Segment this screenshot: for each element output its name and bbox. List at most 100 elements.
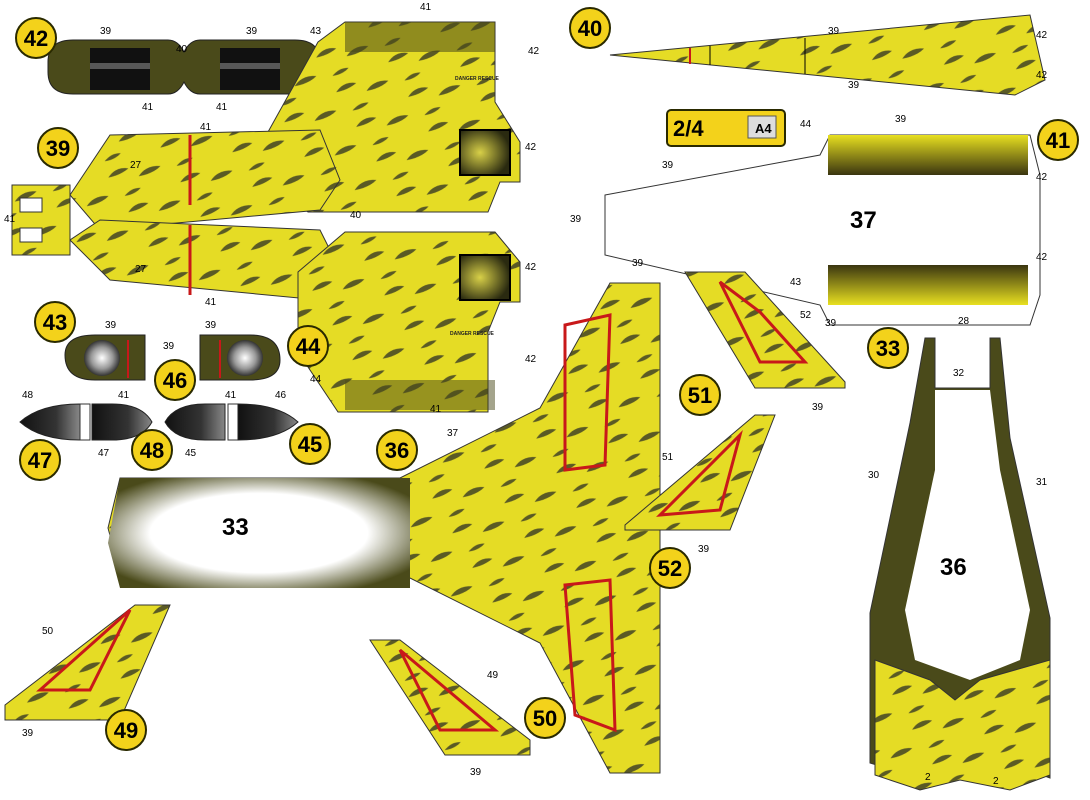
svg-text:DANGER RESCUE: DANGER RESCUE xyxy=(450,331,495,337)
svg-text:42: 42 xyxy=(525,262,537,273)
svg-text:44: 44 xyxy=(800,119,812,130)
svg-text:28: 28 xyxy=(958,316,970,327)
svg-text:50: 50 xyxy=(42,626,54,637)
part-42-intake-front: 42 39 39 40 41 41 xyxy=(15,17,321,113)
svg-text:37: 37 xyxy=(447,428,459,439)
svg-text:41: 41 xyxy=(205,297,217,308)
svg-text:39: 39 xyxy=(825,318,837,329)
svg-text:39: 39 xyxy=(470,767,482,778)
svg-text:39: 39 xyxy=(662,160,674,171)
svg-text:47: 47 xyxy=(28,448,52,473)
badge-47: 47 xyxy=(19,439,61,481)
svg-text:41: 41 xyxy=(142,102,154,113)
svg-text:41: 41 xyxy=(420,2,432,13)
svg-text:42: 42 xyxy=(528,46,540,57)
svg-text:39: 39 xyxy=(848,80,860,91)
svg-text:39: 39 xyxy=(105,320,117,331)
svg-text:44: 44 xyxy=(296,334,321,359)
svg-text:52: 52 xyxy=(800,310,812,321)
svg-text:33: 33 xyxy=(222,514,249,541)
svg-text:39: 39 xyxy=(246,26,258,37)
badge-43: 43 xyxy=(34,301,76,343)
svg-text:39: 39 xyxy=(100,26,112,37)
svg-text:43: 43 xyxy=(43,310,67,335)
svg-text:42: 42 xyxy=(525,142,537,153)
part-46-cone: 46 45 xyxy=(154,359,226,459)
svg-text:40: 40 xyxy=(350,210,362,221)
svg-text:39: 39 xyxy=(163,341,175,352)
svg-text:41: 41 xyxy=(200,122,212,133)
svg-text:2: 2 xyxy=(993,776,999,787)
page-indicator: 2/4 A4 xyxy=(666,109,786,147)
svg-text:47: 47 xyxy=(98,448,110,459)
part-49-stabilizer: 49 50 39 xyxy=(4,604,171,751)
svg-text:40: 40 xyxy=(176,44,188,55)
badge-45: 45 xyxy=(289,423,331,465)
svg-text:42: 42 xyxy=(525,354,537,365)
badge-44: 44 xyxy=(287,325,329,367)
svg-text:39: 39 xyxy=(570,214,582,225)
svg-text:39: 39 xyxy=(46,136,70,161)
svg-text:42: 42 xyxy=(1036,172,1048,183)
svg-text:48: 48 xyxy=(22,390,34,401)
part-45-cone: 46 45 xyxy=(227,390,331,465)
part-44-wheel-well: 44 39 41 xyxy=(199,320,329,401)
badge-49: 49 xyxy=(105,709,147,751)
svg-text:42: 42 xyxy=(1036,252,1048,263)
svg-text:31: 31 xyxy=(1036,477,1048,488)
svg-text:41: 41 xyxy=(225,390,237,401)
part-43-wheel-well: 43 39 39 41 xyxy=(34,301,175,401)
badge-40: 40 xyxy=(569,7,611,49)
svg-text:52: 52 xyxy=(658,556,682,581)
part-main-wing: 33 36 37 xyxy=(107,282,661,774)
badge-36: 36 xyxy=(376,429,418,471)
svg-text:27: 27 xyxy=(130,160,142,171)
part-52-stabilizer: 52 51 39 xyxy=(624,414,776,589)
part-39-fuselage-top: DANGER RESCUE 27 27 DANGER RESCUE 39 41 … xyxy=(4,2,540,415)
part-51-stabilizer: 51 52 39 xyxy=(679,271,846,416)
svg-text:41: 41 xyxy=(1046,128,1070,153)
svg-text:DANGER RESCUE: DANGER RESCUE xyxy=(455,76,500,82)
svg-text:44: 44 xyxy=(310,374,322,385)
svg-text:39: 39 xyxy=(698,544,710,555)
part-48-cone: 47 48 xyxy=(91,403,173,471)
badge-41: 41 xyxy=(1037,119,1079,161)
badge-42: 42 xyxy=(15,17,57,59)
svg-text:39: 39 xyxy=(205,320,217,331)
svg-text:43: 43 xyxy=(310,26,322,37)
svg-text:41: 41 xyxy=(430,404,442,415)
svg-text:41: 41 xyxy=(4,214,16,225)
svg-text:36: 36 xyxy=(940,554,967,581)
svg-text:39: 39 xyxy=(632,258,644,269)
svg-text:49: 49 xyxy=(114,718,138,743)
svg-text:41: 41 xyxy=(118,390,130,401)
svg-text:42: 42 xyxy=(24,26,48,51)
badge-50: 50 xyxy=(524,697,566,739)
badge-52: 52 xyxy=(649,547,691,589)
svg-text:51: 51 xyxy=(662,452,674,463)
svg-text:50: 50 xyxy=(533,706,557,731)
svg-text:48: 48 xyxy=(140,438,164,463)
svg-text:2/4: 2/4 xyxy=(673,116,704,141)
svg-text:43: 43 xyxy=(790,277,802,288)
svg-text:33: 33 xyxy=(876,336,900,361)
badge-46: 46 xyxy=(154,359,196,401)
svg-text:36: 36 xyxy=(385,438,409,463)
part-36-body: 36 33 28 32 30 31 2 2 xyxy=(867,316,1051,791)
svg-text:42: 42 xyxy=(1036,30,1048,41)
svg-text:39: 39 xyxy=(812,402,824,413)
svg-text:30: 30 xyxy=(868,470,880,481)
svg-text:41: 41 xyxy=(216,102,228,113)
badge-33: 33 xyxy=(867,327,909,369)
badge-48: 48 xyxy=(131,429,173,471)
svg-text:46: 46 xyxy=(163,368,187,393)
svg-text:42: 42 xyxy=(1036,70,1048,81)
svg-text:46: 46 xyxy=(275,390,287,401)
part-47-cone: 48 47 xyxy=(19,390,91,481)
svg-text:32: 32 xyxy=(953,368,965,379)
part-40-strip: 40 39 39 42 42 xyxy=(569,7,1048,96)
badge-51: 51 xyxy=(679,374,721,416)
svg-text:37: 37 xyxy=(850,207,877,234)
svg-text:45: 45 xyxy=(298,432,322,457)
